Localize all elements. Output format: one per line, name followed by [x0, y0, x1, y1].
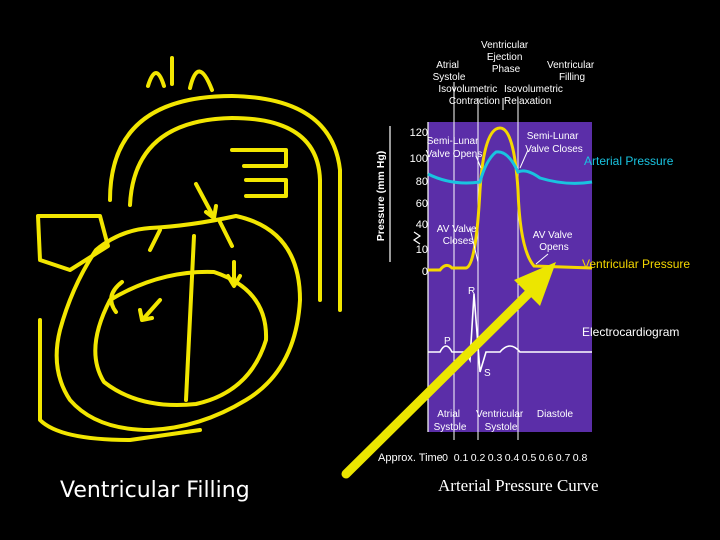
pointer-arrow-icon — [341, 262, 556, 479]
phase-ejection-label: Ventricular Ejection Phase — [481, 40, 531, 75]
phase-atrial-systole-label: Atrial Systole — [433, 60, 466, 83]
ecg-s-label: S — [484, 368, 491, 379]
bottom-ventricular-systole-label: Ventricular Systole — [476, 409, 526, 433]
ventricular-pressure-label: Ventricular Pressure — [582, 257, 690, 271]
y-tick-0: 0 — [422, 266, 428, 278]
arterial-pressure-label: Arterial Pressure — [584, 154, 674, 168]
heart-diagram-icon — [36, 56, 342, 442]
time-tick-0-4: 0.4 — [505, 452, 520, 464]
semilunar-opens-label: Semi-Lunar Valve Opens — [426, 136, 483, 160]
chart-panel — [428, 122, 592, 432]
time-tick-0-8: 0.8 — [573, 452, 588, 464]
phase-dividers — [453, 82, 519, 440]
left-caption: Ventricular Filling — [60, 478, 250, 503]
ecg-r-label: R — [468, 286, 475, 297]
y-tick-40: 40 — [416, 219, 428, 231]
time-tick-0: 0 — [442, 452, 448, 464]
time-tick-0-6: 0.6 — [539, 452, 554, 464]
av-opens-label: AV Valve Opens — [533, 230, 575, 253]
ecg-label: Electrocardiogram — [582, 325, 679, 339]
phase-iso-relaxation-label: Isovolumetric Relaxation — [504, 84, 566, 107]
y-tick-120: 120 — [410, 127, 428, 139]
av-closes-label: AV Valve Closes — [437, 224, 479, 247]
time-tick-0-1: 0.1 — [454, 452, 469, 464]
right-caption: Arterial Pressure Curve — [438, 476, 599, 495]
y-tick-10: 10 — [416, 244, 428, 256]
bottom-diastole-label: Diastole — [537, 409, 574, 420]
bottom-atrial-systole-label: Atrial Systole — [434, 409, 467, 433]
y-tick-80: 80 — [416, 176, 428, 188]
y-tick-60: 60 — [416, 198, 428, 210]
time-tick-0-7: 0.7 — [556, 452, 571, 464]
ecg-p-label: P — [444, 336, 451, 347]
semilunar-closes-label: Semi-Lunar Valve Closes — [525, 131, 583, 155]
ventricular-pressure-curve — [428, 126, 593, 272]
phase-filling-label: Ventricular Filling — [547, 60, 597, 83]
time-axis-label: Approx. Time — [378, 452, 443, 464]
ecg-trace — [428, 293, 592, 373]
y-axis-label: Pressure (mm Hg) — [375, 151, 387, 241]
time-tick-0-2: 0.2 — [471, 452, 486, 464]
y-tick-100: 100 — [410, 153, 428, 165]
phase-iso-contraction-label: Isovolumetric Contraction — [438, 84, 500, 107]
time-tick-0-3: 0.3 — [488, 452, 503, 464]
time-tick-0-5: 0.5 — [522, 452, 537, 464]
arterial-pressure-curve — [427, 150, 593, 185]
